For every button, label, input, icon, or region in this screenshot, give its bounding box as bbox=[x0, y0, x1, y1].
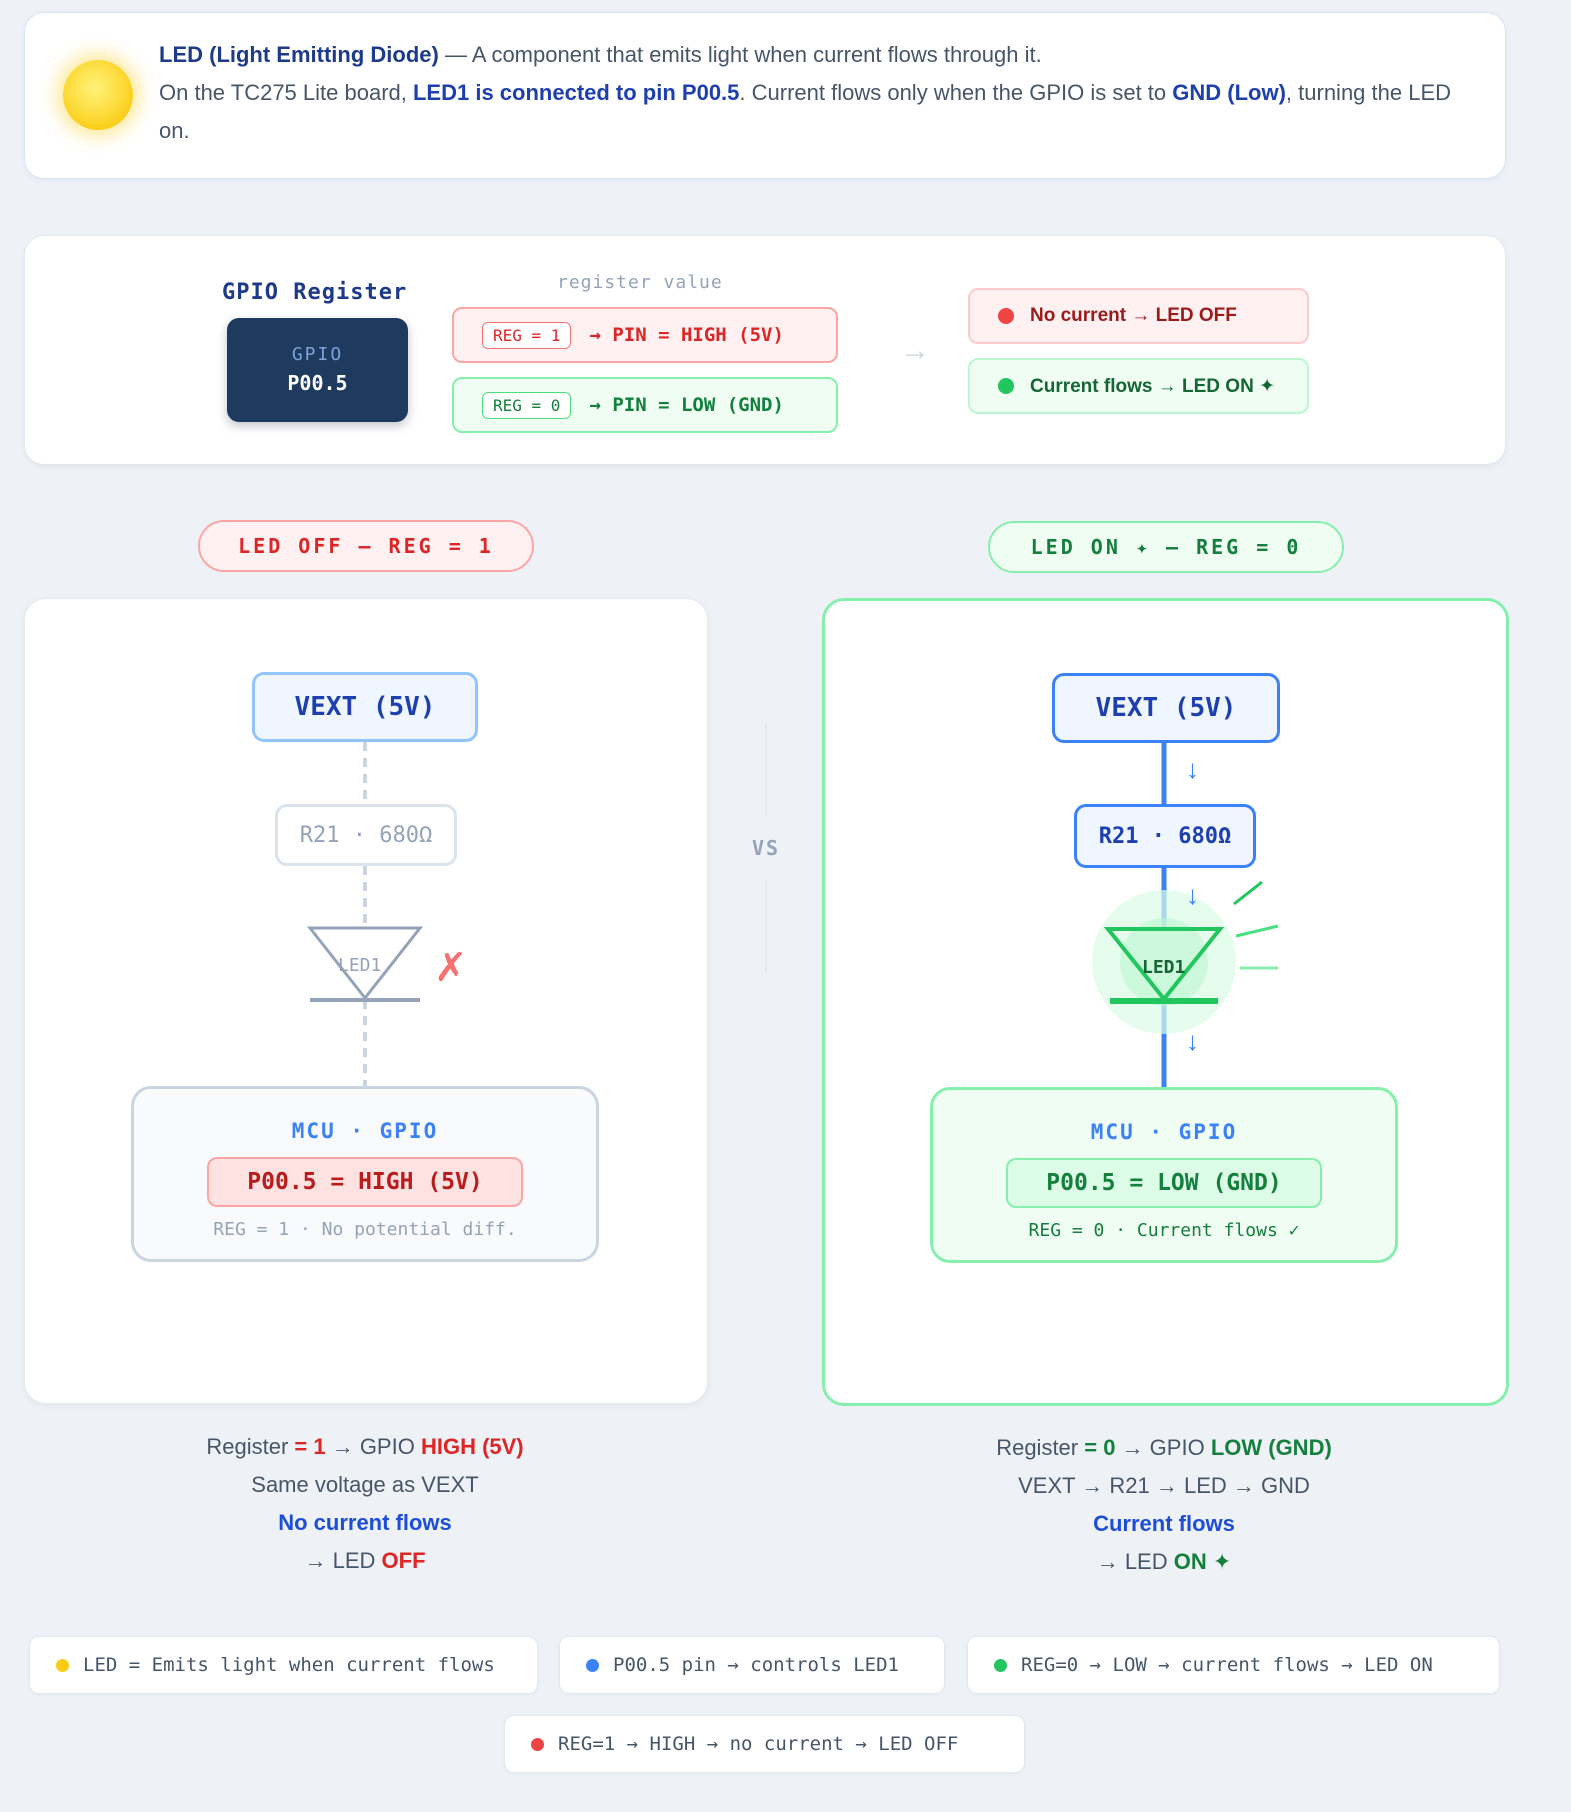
light-ray-1 bbox=[1233, 880, 1263, 906]
led-on-pill: LED ON ✦ — REG = 0 bbox=[988, 521, 1344, 573]
red-dot-icon bbox=[998, 308, 1014, 324]
reg-high-text: → PIN = HIGH (5V) bbox=[589, 324, 784, 346]
intro-text-c: . Current flows only when the GPIO is se… bbox=[739, 80, 1173, 105]
right-arrow-icon: → bbox=[900, 334, 930, 367]
yellow-dot-icon bbox=[56, 1658, 69, 1672]
reg-low-text: → PIN = LOW (GND) bbox=[589, 394, 784, 416]
legend-pin-text: P00.5 pin → controls LED1 bbox=[613, 1654, 899, 1676]
right-caption-line-4: → LED ON ✦ bbox=[964, 1543, 1364, 1581]
gpio-chip: GPIO P00.5 bbox=[227, 318, 408, 422]
state-led-off: No current → LED OFF bbox=[968, 288, 1309, 344]
left-cap1-d: HIGH (5V) bbox=[420, 1434, 524, 1459]
right-mcu-note: REG = 0 · Current flows ✓ bbox=[1028, 1220, 1300, 1241]
right-r21-node: R21 · 680Ω bbox=[1074, 804, 1256, 868]
intro-title-rest: — A component that emits light when curr… bbox=[438, 42, 1042, 67]
left-led-label: LED1 bbox=[338, 955, 382, 976]
right-caption-line-2: VEXT → R21 → LED → GND bbox=[1018, 1473, 1310, 1498]
right-cap1-b: = 0 bbox=[1084, 1435, 1116, 1460]
right-cap1-c: → GPIO bbox=[1115, 1435, 1211, 1460]
left-caption-line-4: → LED OFF bbox=[165, 1542, 565, 1580]
reg-low-row: REG = 0 → PIN = LOW (GND) bbox=[452, 377, 838, 433]
gpio-register-title: GPIO Register bbox=[222, 280, 408, 305]
left-mcu-note: REG = 1 · No potential diff. bbox=[213, 1219, 517, 1240]
left-vext-node: VEXT (5V) bbox=[252, 672, 478, 742]
vs-divider-bottom bbox=[765, 880, 767, 972]
right-mcu-title: MCU · GPIO bbox=[1090, 1120, 1238, 1144]
blue-dot-icon bbox=[586, 1658, 599, 1672]
led-on-caption: Register = 0 → GPIO LOW (GND) VEXT → R21… bbox=[964, 1429, 1364, 1581]
right-cap1-a: Register bbox=[996, 1435, 1085, 1460]
right-cap1-d: LOW (GND) bbox=[1210, 1435, 1332, 1460]
right-caption-line-1: Register = 0 → GPIO LOW (GND) bbox=[964, 1429, 1364, 1467]
down-arrow-icon: ↓ bbox=[1186, 754, 1199, 784]
right-mcu-box: MCU · GPIO P00.5 = LOW (GND) REG = 0 · C… bbox=[930, 1087, 1398, 1263]
left-caption-line-1: Register = 1 → GPIO HIGH (5V) bbox=[165, 1428, 565, 1466]
led-glow-inner bbox=[1120, 918, 1208, 1006]
left-cap1-b: = 1 bbox=[294, 1434, 326, 1459]
intro-title: LED (Light Emitting Diode) bbox=[159, 42, 439, 67]
light-ray-2 bbox=[1235, 924, 1279, 938]
reg-high-tag: REG = 1 bbox=[482, 321, 572, 349]
intro-line-2: On the TC275 Lite board, LED1 is connect… bbox=[159, 74, 1459, 150]
intro-text-e: , turning the LED on. bbox=[159, 80, 1452, 143]
legend-pin: P00.5 pin → controls LED1 bbox=[559, 1636, 945, 1694]
left-led-symbol bbox=[306, 926, 424, 1001]
right-led-label: LED1 bbox=[1142, 957, 1186, 978]
led-off-caption: Register = 1 → GPIO HIGH (5V) Same volta… bbox=[165, 1428, 565, 1580]
right-cap4-a: → LED bbox=[1096, 1549, 1174, 1574]
left-cap1-a: Register bbox=[206, 1434, 295, 1459]
left-cap4-b: OFF bbox=[381, 1548, 426, 1573]
gpio-chip-pin: P00.5 bbox=[287, 371, 348, 395]
intro-gnd-low: GND (Low) bbox=[1172, 80, 1286, 105]
right-caption-line-3: Current flows bbox=[1093, 1511, 1235, 1536]
left-mcu-title: MCU · GPIO bbox=[291, 1119, 439, 1143]
right-led-symbol bbox=[1103, 927, 1225, 1003]
left-r21-node: R21 · 680Ω bbox=[275, 804, 457, 866]
left-caption-line-2: Same voltage as VEXT bbox=[251, 1472, 479, 1497]
state-led-off-text: No current → LED OFF bbox=[1030, 305, 1237, 326]
legend-led-text: LED = Emits light when current flows bbox=[83, 1654, 495, 1676]
reg-high-row: REG = 1 → PIN = HIGH (5V) bbox=[452, 307, 838, 363]
green-dot-icon bbox=[998, 378, 1014, 394]
left-caption-line-3: No current flows bbox=[278, 1510, 452, 1535]
left-mcu-box: MCU · GPIO P00.5 = HIGH (5V) REG = 1 · N… bbox=[131, 1086, 599, 1262]
legend-led: LED = Emits light when current flows bbox=[29, 1636, 538, 1694]
down-arrow-icon: ↓ bbox=[1186, 880, 1199, 910]
vs-label: VS bbox=[752, 836, 781, 860]
left-mcu-pin: P00.5 = HIGH (5V) bbox=[207, 1157, 523, 1207]
left-cap1-c: → GPIO bbox=[325, 1434, 421, 1459]
green-dot-icon bbox=[994, 1658, 1007, 1672]
right-vext-node: VEXT (5V) bbox=[1052, 673, 1280, 743]
legend-reg1: REG=1 → HIGH → no current → LED OFF bbox=[504, 1715, 1025, 1773]
state-led-on: Current flows → LED ON ✦ bbox=[968, 358, 1309, 414]
right-cap4-b: ON ✦ bbox=[1173, 1549, 1232, 1574]
intro-line-1: LED (Light Emitting Diode) — A component… bbox=[159, 36, 1459, 74]
left-cap4-a: → LED bbox=[304, 1548, 382, 1573]
red-dot-icon bbox=[531, 1737, 544, 1751]
legend-reg0: REG=0 → LOW → current flows → LED ON bbox=[967, 1636, 1500, 1694]
reg-low-tag: REG = 0 bbox=[482, 391, 572, 419]
down-arrow-icon: ↓ bbox=[1186, 1026, 1199, 1056]
register-value-label: register value bbox=[557, 272, 723, 293]
legend-reg1-text: REG=1 → HIGH → no current → LED OFF bbox=[558, 1733, 959, 1755]
intro-card bbox=[24, 12, 1506, 179]
x-mark-icon: ✗ bbox=[434, 946, 468, 990]
legend-reg0-text: REG=0 → LOW → current flows → LED ON bbox=[1021, 1654, 1433, 1676]
intro-text-a: On the TC275 Lite board, bbox=[159, 80, 413, 105]
right-mcu-pin: P00.5 = LOW (GND) bbox=[1006, 1158, 1322, 1208]
led-off-pill: LED OFF — REG = 1 bbox=[198, 520, 534, 572]
sun-icon bbox=[63, 60, 133, 130]
state-led-on-text: Current flows → LED ON ✦ bbox=[1030, 375, 1275, 397]
vs-divider-top bbox=[765, 724, 767, 816]
intro-text: LED (Light Emitting Diode) — A component… bbox=[159, 36, 1459, 150]
intro-led-pin: LED1 is connected to pin P00.5 bbox=[412, 80, 740, 105]
gpio-chip-label: GPIO bbox=[291, 344, 344, 365]
